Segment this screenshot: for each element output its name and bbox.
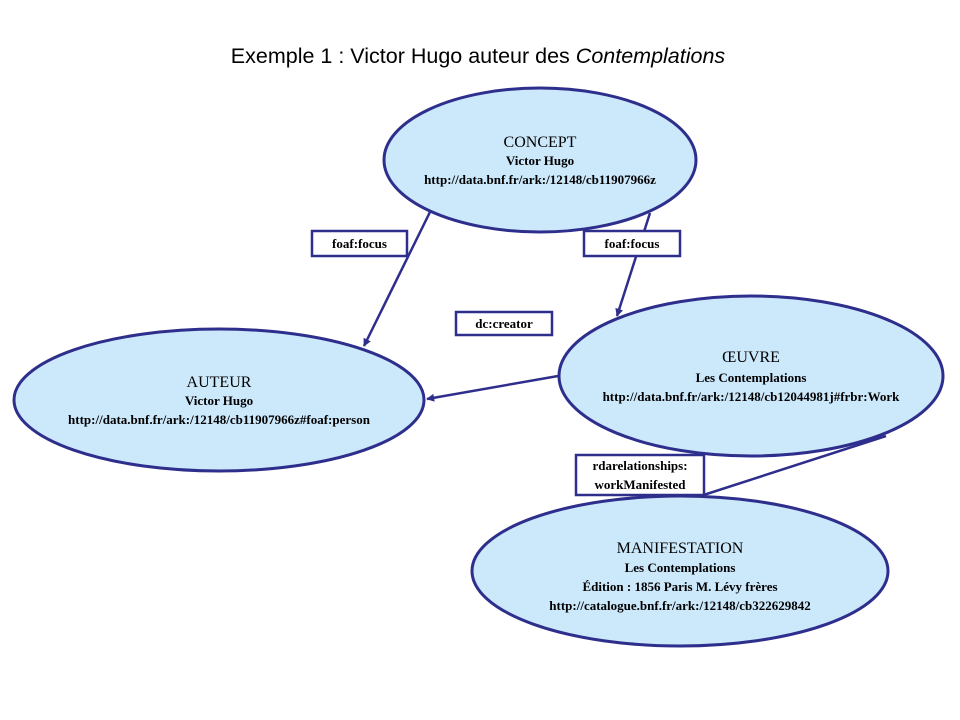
node-concept[interactable]: CONCEPT Victor Hugo http://data.bnf.fr/a… [382, 86, 698, 234]
edge-label-text-line1: rdarelationships: [592, 458, 687, 473]
edge-label-text: foaf:focus [605, 236, 660, 251]
node-auteur-shape [12, 327, 426, 473]
edge-label-text: foaf:focus [332, 236, 387, 251]
node-auteur-uri: http://data.bnf.fr/ark:/12148/cb11907966… [68, 412, 371, 427]
diagram-title: Exemple 1 : Victor Hugo auteur des Conte… [0, 44, 956, 69]
edge-label-text: dc:creator [475, 316, 533, 331]
edge-oeuvre-auteur [426, 374, 559, 402]
node-auteur-label: Victor Hugo [185, 393, 253, 408]
edge-label-concept-auteur: foaf:focus [310, 229, 409, 258]
node-oeuvre-label: Les Contemplations [696, 370, 807, 385]
edge-label-oeuvre-auteur: dc:creator [454, 310, 554, 337]
node-manifestation[interactable]: MANIFESTATION Les Contemplations Édition… [470, 494, 890, 648]
node-concept-uri: http://data.bnf.fr/ark:/12148/cb11907966… [424, 172, 656, 187]
edge-concept-oeuvre [615, 212, 652, 317]
node-concept-heading: CONCEPT [504, 134, 577, 151]
node-concept-shape [382, 86, 698, 234]
node-auteur-heading: AUTEUR [187, 374, 252, 391]
node-manifestation-label: Les Contemplations [625, 560, 736, 575]
node-concept-label: Victor Hugo [506, 153, 574, 168]
node-auteur[interactable]: AUTEUR Victor Hugo http://data.bnf.fr/ar… [12, 327, 426, 473]
edge-label-text-line2: workManifested [595, 477, 687, 492]
edge-concept-auteur [362, 211, 432, 347]
edge-label-concept-oeuvre: foaf:focus [582, 229, 682, 258]
edge-label-oeuvre-manifestation: rdarelationships: workManifested [574, 453, 706, 497]
node-oeuvre-heading: ŒUVRE [722, 349, 780, 366]
node-manifestation-heading: MANIFESTATION [617, 540, 744, 557]
title-italic-text: Contemplations [575, 44, 726, 68]
node-oeuvre-uri: http://data.bnf.fr/ark:/12148/cb12044981… [603, 389, 901, 404]
node-oeuvre[interactable]: ŒUVRE Les Contemplations http://data.bnf… [557, 294, 945, 458]
node-manifestation-edition: Édition : 1856 Paris M. Lévy frères [582, 579, 777, 594]
edges [362, 211, 887, 503]
title-text: Exemple 1 : Victor Hugo auteur des [230, 44, 576, 68]
node-manifestation-uri: http://catalogue.bnf.fr/ark:/12148/cb322… [549, 598, 810, 613]
edge-oeuvre-manifestation [684, 434, 887, 503]
node-oeuvre-shape [557, 294, 945, 458]
